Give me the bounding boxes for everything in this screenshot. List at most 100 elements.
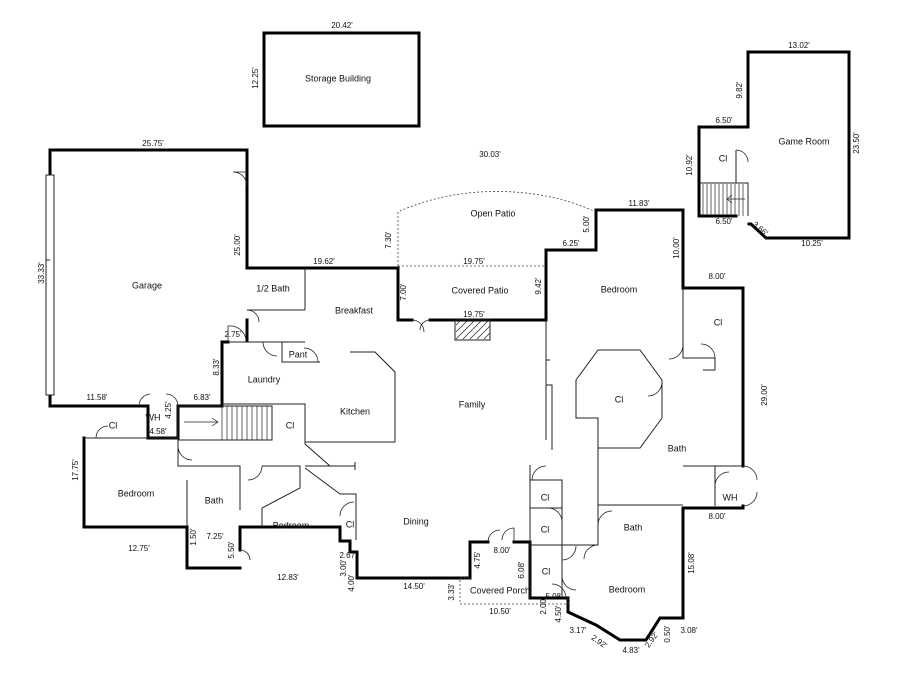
master-closet-octagon-label: Cl bbox=[615, 394, 624, 404]
dim-dining-step-b: 4.00' bbox=[347, 574, 356, 592]
dim-br-step: 4.50' bbox=[554, 605, 563, 623]
bath-small-label: Bath bbox=[624, 522, 643, 532]
master-closet-right-label: Cl bbox=[714, 317, 723, 327]
patios: Open Patio 30.03' 7.30' 5.00' 19.75' Cov… bbox=[384, 150, 597, 319]
dim-cov-patio-left: 7.00' bbox=[399, 283, 408, 301]
closet-mid-label: Cl bbox=[346, 519, 355, 529]
dim-cov-patio-bottom: 19.75' bbox=[463, 310, 485, 319]
dim-garage-left: 33.33' bbox=[37, 262, 46, 284]
dim-storage-top: 20.42' bbox=[331, 21, 353, 30]
closet-stair-label: Cl bbox=[286, 420, 295, 430]
dim-stair-top: 6.83' bbox=[193, 393, 211, 402]
dim-master-right: 29.00' bbox=[760, 384, 769, 406]
dim-patio-right: 5.00' bbox=[582, 215, 591, 233]
dim-patio-left: 7.30' bbox=[384, 231, 393, 249]
closet-left-label: Cl bbox=[109, 420, 118, 430]
game-room: Game Room Cl 13.02' 23.50' 9.82' 6.50' 1… bbox=[685, 41, 861, 248]
game-room-label: Game Room bbox=[778, 136, 829, 146]
dim-dining-step-a: 3.00' bbox=[339, 559, 348, 577]
dim-arc: 30.03' bbox=[479, 150, 501, 159]
family-label: Family bbox=[459, 399, 486, 409]
closet-b-label: Cl bbox=[541, 524, 550, 534]
dim-porch-bottom: 10.50' bbox=[489, 607, 511, 616]
bedroom-mid-label: Bedroom bbox=[273, 520, 310, 530]
garage-door bbox=[45, 174, 55, 396]
dim-game-left-upper: 9.82' bbox=[735, 81, 744, 99]
master-bath-label: Bath bbox=[668, 443, 687, 453]
dim-br-right: 15.08' bbox=[687, 552, 696, 574]
dim-game-right: 23.50' bbox=[852, 132, 861, 154]
dim-cov-patio-right: 9.42' bbox=[534, 277, 543, 295]
master-bedroom-label: Bedroom bbox=[601, 284, 638, 294]
game-room-stairs bbox=[702, 184, 745, 216]
game-room-closet-label: Cl bbox=[719, 153, 728, 163]
dim-game-left-lower: 10.92' bbox=[685, 154, 694, 176]
covered-porch-outline bbox=[459, 577, 569, 605]
open-patio-label: Open Patio bbox=[470, 208, 515, 218]
dim-br-e: 0.50' bbox=[663, 625, 672, 643]
dim-right-step-bottom: 8.00' bbox=[708, 512, 726, 521]
dim-bath-step: 2.75' bbox=[224, 330, 242, 339]
dim-game-step-bottom: 6.50' bbox=[715, 217, 733, 226]
dim-mid-step: 5.50' bbox=[227, 541, 236, 559]
dim-bedroom-mid-bottom: 12.83' bbox=[277, 573, 299, 582]
dim-small-step: 1.50' bbox=[189, 528, 198, 546]
dim-game-bottom: 10.25' bbox=[801, 239, 823, 248]
bedroom-br-label: Bedroom bbox=[609, 584, 646, 594]
dim-storage-left: 12.25' bbox=[251, 67, 260, 89]
dim-bath-left-bottom: 7.25' bbox=[206, 532, 224, 541]
garage-label: Garage bbox=[132, 280, 162, 290]
dim-br-f: 3.08' bbox=[680, 626, 698, 635]
dim-porch-right: 6.08' bbox=[517, 561, 526, 579]
pantry-label: Pant bbox=[289, 349, 308, 359]
dim-wh-side: 4.25' bbox=[164, 401, 173, 419]
dim-bedroom-left-side: 17.75' bbox=[71, 459, 80, 481]
water-heater-left-label: WH bbox=[146, 412, 161, 422]
bedroom-left-label: Bedroom bbox=[118, 488, 155, 498]
dimension-labels: 11.83' 19.62' 6.25' 10.00' 8.00' 2.75' 8… bbox=[71, 199, 769, 655]
main-stairs bbox=[177, 405, 273, 441]
dim-patio-step: 6.25' bbox=[562, 239, 580, 248]
dim-br-d: 2.92' bbox=[643, 630, 660, 650]
fireplace bbox=[455, 320, 491, 340]
laundry-label: Laundry bbox=[248, 374, 281, 384]
room-labels: 1/2 Bath Breakfast Pant Laundry Kitchen … bbox=[109, 283, 738, 595]
dim-dining-step-small: 2.67' bbox=[339, 551, 357, 560]
dim-porch-step: 5.08' bbox=[545, 592, 563, 601]
dim-garage-bottom: 11.58' bbox=[87, 393, 108, 402]
dim-top-right-wall: 11.83' bbox=[629, 199, 650, 208]
dim-garage-right: 25.00' bbox=[233, 234, 242, 256]
garage: Garage 25.75' 33.33' 25.00' 11.58' bbox=[37, 139, 249, 408]
dim-game-top: 13.02' bbox=[788, 41, 810, 50]
dim-garage-top: 25.75' bbox=[142, 139, 164, 148]
bath-left-label: Bath bbox=[205, 495, 224, 505]
dim-porch-left: 3.33' bbox=[447, 583, 456, 601]
dim-right-step-top: 8.00' bbox=[708, 272, 726, 281]
dim-game-step-top: 6.50' bbox=[715, 116, 733, 125]
dim-game-angle: 3.66' bbox=[751, 220, 770, 238]
dim-br-c: 4.83' bbox=[622, 646, 640, 655]
interior-walls bbox=[84, 268, 743, 598]
house-walls bbox=[82, 208, 758, 642]
dim-bedroom-left-bottom: 12.75' bbox=[128, 544, 150, 553]
dim-porch-top: 8.00' bbox=[493, 546, 511, 555]
closet-c-label: Cl bbox=[542, 566, 551, 576]
breakfast-label: Breakfast bbox=[335, 305, 374, 315]
dim-porch-right-b: 2.00' bbox=[539, 597, 548, 615]
storage-building: Storage Building 20.42' 12.25' bbox=[251, 21, 421, 128]
kitchen-label: Kitchen bbox=[340, 406, 370, 416]
dim-dining-bottom: 14.50' bbox=[403, 582, 425, 591]
dim-porch-side: 4.75' bbox=[473, 551, 482, 569]
dim-laundry-left: 8.33' bbox=[212, 358, 221, 376]
half-bath-label: 1/2 Bath bbox=[256, 283, 290, 293]
dim-wh-bottom: 4.58' bbox=[149, 427, 167, 436]
dim-br-a: 3.17' bbox=[569, 626, 587, 635]
dim-br-b: 2.92' bbox=[590, 633, 610, 650]
water-heater-right-label: WH bbox=[723, 492, 738, 502]
dining-label: Dining bbox=[403, 516, 429, 526]
closet-a-label: Cl bbox=[541, 492, 550, 502]
dim-patio-line: 19.75' bbox=[463, 257, 485, 266]
dim-right-vertical: 10.00' bbox=[672, 237, 681, 259]
dim-breakfast-top: 19.62' bbox=[313, 257, 335, 266]
